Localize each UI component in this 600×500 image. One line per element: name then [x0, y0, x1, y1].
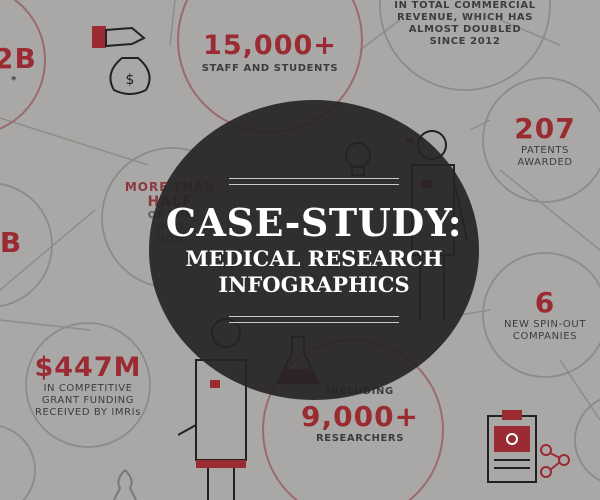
spinout-line1: NEW SPIN-OUT	[503, 319, 587, 330]
commercial-line1: IN TOTAL COMMERCIAL	[394, 0, 536, 11]
left-top-value: 2B	[0, 42, 37, 75]
title-rule-bottom-2	[229, 322, 399, 323]
grant-line3: RECEIVED BY IMRIs	[34, 407, 142, 418]
left-top-partial-stat: 2B *	[0, 42, 37, 87]
title-rule-top-2	[229, 184, 399, 185]
grant-line2: GRANT FUNDING	[41, 395, 135, 406]
clipboard-icon	[487, 410, 537, 483]
left-mid-value: B	[0, 226, 23, 259]
commercial-line3: ALMOST DOUBLED	[408, 24, 522, 35]
patents-stat: 207 PATENTS AWARDED	[495, 112, 595, 169]
commercial-line4: SINCE 2012	[429, 36, 501, 47]
left-mid-partial-stat: B	[0, 226, 26, 259]
money-bag-icon: $	[92, 26, 151, 95]
spinout-line2: COMPANIES	[512, 331, 578, 342]
patents-line2: AWARDED	[517, 157, 573, 168]
title-overlay-circle	[149, 100, 479, 400]
ribbon-icon	[113, 469, 137, 500]
grant-value: $447M	[34, 352, 142, 383]
spinout-value: 6	[534, 286, 556, 319]
researchers-line2: RESEARCHERS	[315, 433, 405, 444]
title-line2: MEDICAL RESEARCH	[185, 246, 443, 271]
grant-line1: IN COMPETITIVE	[43, 383, 133, 394]
title-block: CASE-STUDY: MEDICAL RESEARCH INFOGRAPHIC…	[149, 100, 479, 400]
patents-value: 207	[514, 112, 576, 145]
spinout-stat: 6 NEW SPIN-OUT COMPANIES	[490, 286, 600, 343]
grant-stat: $447M IN COMPETITIVE GRANT FUNDING RECEI…	[28, 352, 148, 419]
molecule-icon	[540, 444, 570, 478]
patents-line1: PATENTS	[520, 145, 570, 156]
title-subtitle: MEDICAL RESEARCH INFOGRAPHICS	[149, 246, 479, 298]
commercial-line2: REVENUE, WHICH HAS	[396, 12, 534, 23]
staff-stat: 15,000+ STAFF AND STUDENTS	[190, 30, 350, 75]
staff-value: 15,000+	[203, 30, 337, 61]
svg-text:$: $	[126, 72, 135, 88]
staff-label: STAFF AND STUDENTS	[201, 63, 339, 74]
title-rule-top-1	[229, 178, 399, 179]
commercial-revenue-stat: IN TOTAL COMMERCIAL REVENUE, WHICH HAS A…	[390, 0, 540, 48]
title-line3: INFOGRAPHICS	[218, 272, 410, 297]
left-top-sub: *	[11, 75, 17, 86]
researchers-value: 9,000+	[300, 400, 420, 433]
title-rule-bottom-1	[229, 316, 399, 317]
title-line1: CASE-STUDY:	[165, 200, 463, 245]
